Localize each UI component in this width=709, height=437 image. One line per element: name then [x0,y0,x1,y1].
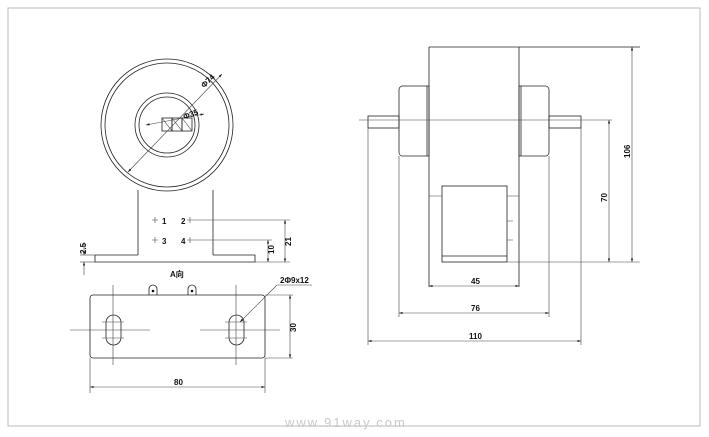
watermark: www.91way.com [285,415,407,430]
dim-21: 21 [284,237,293,246]
dia-outer-label: Φ74 [199,72,217,90]
dim-80: 80 [174,378,183,387]
dim-30: 30 [289,323,298,332]
dim-45: 45 [471,277,480,286]
dia-inner-label: Φ35 [182,107,200,121]
dim-10: 10 [267,245,276,254]
dim-2-5: 2.5 [79,242,88,254]
terminal-4: 4 [181,237,186,246]
side-view: 70 106 45 76 110 [359,46,640,345]
slot-note: 2Φ9x12 [280,276,309,285]
dim-76: 76 [471,304,480,313]
dim-106: 106 [623,144,632,158]
bottom-view: A向 2Φ9x12 30 80 [70,269,312,393]
front-view: Φ74 Φ35 1 2 3 4 21 10 2.5 [79,58,293,275]
terminal-1: 1 [162,217,167,226]
dim-110: 110 [469,332,482,341]
frame-border [7,7,701,427]
dim-70: 70 [600,193,609,202]
terminal-2: 2 [181,217,186,226]
terminal-3: 3 [162,237,167,246]
view-a-title: A向 [170,269,184,279]
